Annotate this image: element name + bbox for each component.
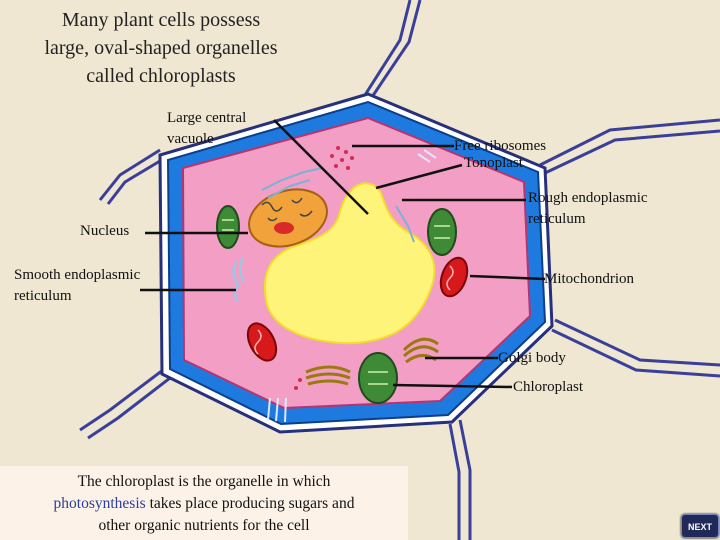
rough-er bbox=[261, 167, 415, 243]
title-line-2: large, oval-shaped organelles bbox=[44, 37, 278, 59]
label-chloroplast: Chloroplast bbox=[513, 379, 583, 395]
label-rough-er: Rough endoplasmic reticulum bbox=[528, 188, 648, 230]
free-ribosomes bbox=[294, 146, 354, 390]
label-vacuole-line-2: vacuole bbox=[167, 131, 214, 147]
label-smooth-er-line-1: Smooth endoplasmic bbox=[14, 267, 141, 283]
caption-box: The chloroplast is the organelle in whic… bbox=[0, 466, 408, 540]
label-free-ribosomes: Free ribosomes bbox=[454, 138, 547, 154]
smooth-er bbox=[232, 257, 246, 303]
label-rough-er-line-1: Rough endoplasmic bbox=[528, 190, 648, 206]
title-line-3: called chloroplasts bbox=[86, 65, 236, 87]
mitochondria bbox=[246, 256, 469, 362]
label-tonoplast: Tonoplast bbox=[464, 155, 523, 171]
label-rough-er-line-2: reticulum bbox=[528, 211, 586, 227]
golgi-body bbox=[305, 337, 439, 386]
caption-line-3: other organic nutrients for the cell bbox=[98, 517, 310, 534]
slide-title: Many plant cells possess large, oval-sha… bbox=[0, 6, 322, 90]
label-vacuole: Large central vacuole bbox=[167, 108, 246, 150]
title-line-1: Many plant cells possess bbox=[61, 9, 261, 31]
label-mitochondrion: Mitochondrion bbox=[544, 271, 634, 287]
chloroplast-group bbox=[216, 205, 457, 404]
label-vacuole-line-1: Large central bbox=[167, 110, 247, 126]
central-vacuole bbox=[263, 182, 436, 345]
caption-line-2: photosynthesis takes place producing sug… bbox=[0, 493, 408, 515]
caption-highlight: photosynthesis bbox=[53, 495, 146, 512]
next-button[interactable]: NEXT bbox=[681, 514, 719, 538]
label-nucleus: Nucleus bbox=[80, 223, 130, 239]
label-golgi-body: Golgi body bbox=[498, 350, 566, 366]
nucleus bbox=[248, 188, 328, 248]
neighbor-cell-walls bbox=[79, 0, 720, 540]
label-smooth-er-line-2: reticulum bbox=[14, 288, 72, 304]
leader-lines bbox=[140, 119, 546, 389]
caption-line-1: The chloroplast is the organelle in whic… bbox=[77, 473, 331, 490]
label-smooth-er: Smooth endoplasmic reticulum bbox=[14, 265, 140, 307]
caption-line-2-rest: takes place producing sugars and bbox=[145, 495, 355, 512]
plasmodesmata bbox=[267, 149, 437, 423]
